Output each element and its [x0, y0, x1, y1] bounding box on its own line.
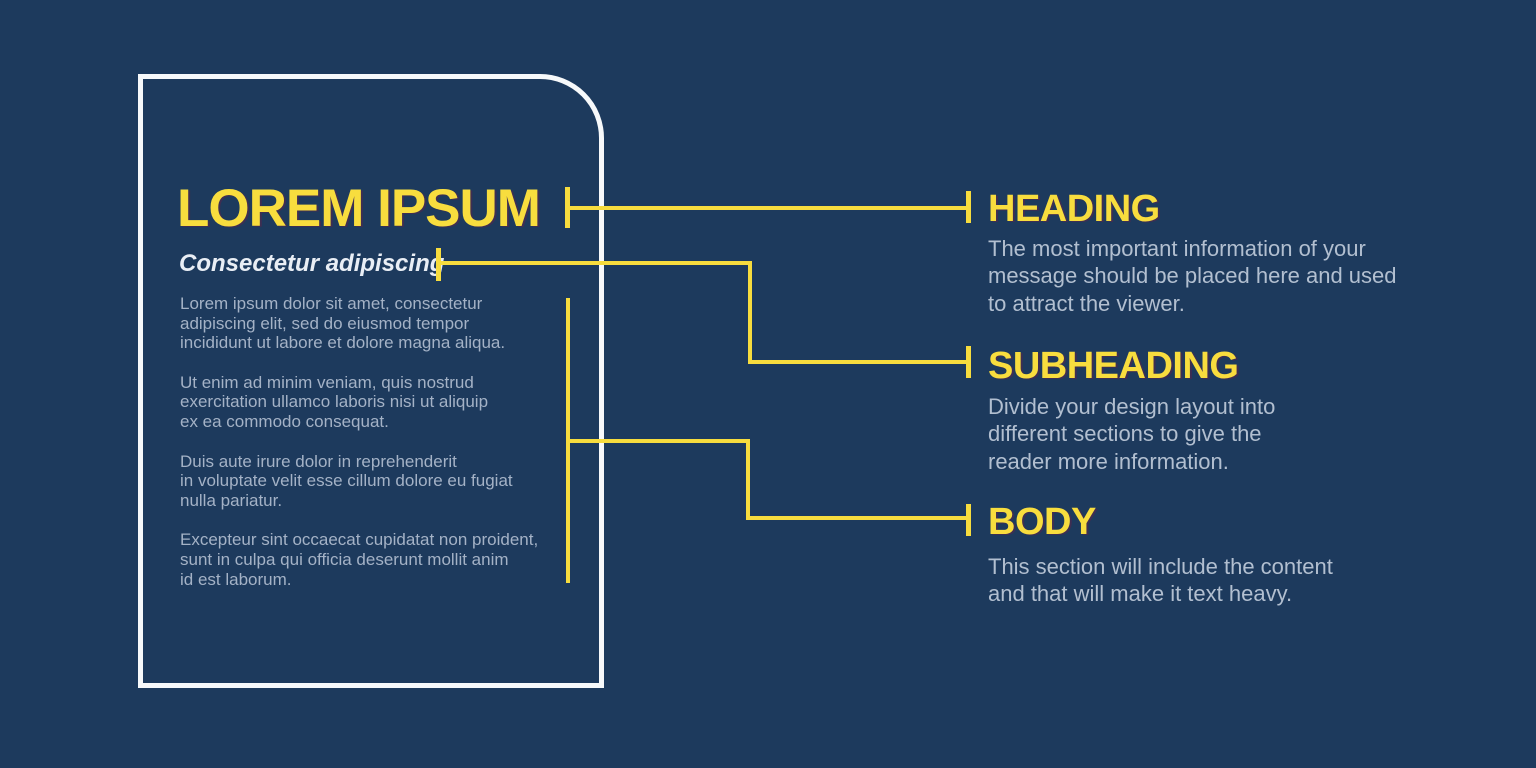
annotation-subheading-label: SUBHEADING: [988, 345, 1239, 387]
heading-connector-line: [567, 206, 968, 210]
heading-connector-right-tick: [966, 191, 971, 223]
card-subtitle: Consectetur adipiscing: [179, 250, 445, 277]
annotation-body-label: BODY: [988, 501, 1096, 543]
subheading-connector-right-tick: [966, 346, 971, 378]
body-connector-line-lower: [746, 516, 966, 520]
subheading-connector-line-upper: [439, 261, 752, 265]
body-connector-line-upper: [568, 439, 748, 443]
subheading-connector-line-lower: [748, 360, 966, 364]
card-title: LOREM IPSUM: [177, 179, 541, 238]
body-paragraph: Excepteur sint occaecat cupidatat non pr…: [180, 530, 539, 589]
body-connector-vertical: [746, 439, 750, 520]
body-connector-right-tick: [966, 504, 971, 536]
subheading-connector-left-tick: [436, 248, 441, 281]
document-card: [138, 74, 604, 688]
annotation-heading-label: HEADING: [988, 188, 1160, 230]
subheading-connector-vertical: [748, 261, 752, 364]
